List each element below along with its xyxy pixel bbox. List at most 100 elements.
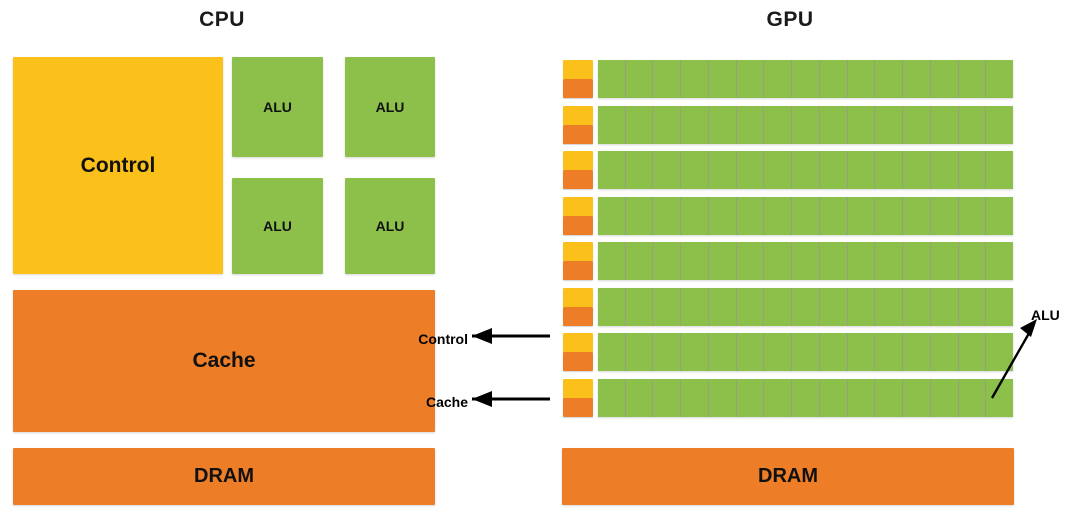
gpu-alu-cell: [681, 151, 709, 189]
cpu-dram-block: DRAM: [13, 448, 435, 505]
gpu-alu-cell: [847, 151, 876, 189]
gpu-alu-cell: [847, 333, 876, 371]
gpu-alu-cell: [819, 106, 848, 144]
gpu-alu-cell: [681, 106, 709, 144]
gpu-alu-row: [598, 151, 1014, 189]
gpu-alu-cell: [875, 60, 904, 98]
gpu-alu-cell: [764, 379, 793, 417]
gpu-alu-cell: [847, 60, 876, 98]
gpu-alu-cell: [736, 379, 765, 417]
gpu-alu-cell: [875, 242, 904, 280]
gpu-alu-cell: [847, 106, 876, 144]
gpu-alu-cell: [958, 197, 987, 235]
gpu-alu-cell: [903, 379, 931, 417]
gpu-alu-cell: [903, 106, 931, 144]
gpu-alu-cell: [764, 288, 793, 326]
gpu-alu-cell: [930, 379, 959, 417]
gpu-dram-block: DRAM: [562, 448, 1014, 505]
gpu-alu-row: [598, 379, 1014, 417]
gpu-alu-cell: [708, 197, 737, 235]
gpu-alu-cell: [681, 379, 709, 417]
gpu-alu-cell: [792, 242, 820, 280]
gpu-alu-cell: [653, 106, 682, 144]
gpu-alu-cell: [986, 106, 1014, 144]
gpu-alu-cell: [598, 242, 626, 280]
gpu-alu-cell: [598, 197, 626, 235]
gpu-alu-cell: [875, 379, 904, 417]
gpu-alu-row: [598, 242, 1014, 280]
gpu-alu-cell: [903, 151, 931, 189]
gpu-alu-cell: [847, 288, 876, 326]
gpu-alu-cell: [819, 151, 848, 189]
gpu-alu-cell: [708, 288, 737, 326]
gpu-alu-cell: [625, 242, 654, 280]
gpu-alu-cell: [764, 151, 793, 189]
gpu-alu-cell: [736, 333, 765, 371]
gpu-alu-cell: [875, 106, 904, 144]
gpu-alu-cell: [847, 379, 876, 417]
gpu-panel-title: GPU: [766, 8, 814, 31]
gpu-alu-cell: [653, 60, 682, 98]
cpu-control-block: Control: [13, 57, 223, 274]
gpu-alu-cell: [819, 197, 848, 235]
gpu-alu-cell: [736, 288, 765, 326]
gpu-alu-cell: [764, 242, 793, 280]
gpu-alu-cell: [930, 242, 959, 280]
gpu-alu-row: [598, 333, 1014, 371]
gpu-alu-cell: [764, 106, 793, 144]
gpu-alu-cell: [736, 60, 765, 98]
gpu-cache-callout-label: Cache: [425, 394, 468, 410]
gpu-alu-cell: [986, 288, 1014, 326]
gpu-alu-cell: [625, 379, 654, 417]
gpu-alu-cell: [764, 60, 793, 98]
gpu-alu-cell: [792, 60, 820, 98]
gpu-alu-cell: [875, 333, 904, 371]
gpu-alu-cell: [598, 379, 626, 417]
cpu-alu-block-2: ALU: [345, 57, 435, 157]
gpu-alu-cell: [625, 333, 654, 371]
gpu-alu-cell: [736, 106, 765, 144]
gpu-alu-cell: [847, 242, 876, 280]
gpu-cache-arrow: [472, 391, 550, 407]
gpu-alu-cell: [792, 333, 820, 371]
gpu-alu-cell: [681, 197, 709, 235]
gpu-alu-cell: [708, 60, 737, 98]
gpu-alu-cell: [625, 288, 654, 326]
gpu-alu-row: [598, 106, 1014, 144]
gpu-control-block: [563, 60, 593, 79]
gpu-alu-row: [598, 288, 1014, 326]
gpu-alu-cell: [653, 288, 682, 326]
gpu-alu-cell: [903, 333, 931, 371]
gpu-cache-block: [563, 307, 593, 326]
gpu-alu-cell: [986, 151, 1014, 189]
gpu-alu-cell: [930, 60, 959, 98]
gpu-alu-cell: [819, 242, 848, 280]
cpu-alu-block-3: ALU: [232, 178, 323, 274]
gpu-alu-cell: [903, 242, 931, 280]
gpu-control-block: [563, 106, 593, 125]
gpu-control-callout-label: Control: [418, 331, 468, 347]
gpu-control-block: [563, 333, 593, 352]
gpu-alu-cell: [986, 197, 1014, 235]
gpu-alu-cell: [958, 242, 987, 280]
gpu-alu-cell: [736, 242, 765, 280]
gpu-alu-cell: [598, 106, 626, 144]
gpu-cache-block: [563, 261, 593, 280]
gpu-alu-cell: [653, 151, 682, 189]
gpu-alu-cell: [986, 333, 1014, 371]
gpu-alu-cell: [625, 106, 654, 144]
gpu-alu-cell: [708, 106, 737, 144]
gpu-alu-cell: [819, 288, 848, 326]
gpu-alu-cell: [681, 288, 709, 326]
gpu-alu-callout-label: ALU: [1031, 307, 1060, 323]
gpu-alu-cell: [681, 242, 709, 280]
gpu-control-block: [563, 197, 593, 216]
gpu-alu-cell: [875, 197, 904, 235]
gpu-alu-cell: [708, 333, 737, 371]
gpu-alu-cell: [903, 288, 931, 326]
gpu-alu-cell: [819, 379, 848, 417]
gpu-alu-cell: [986, 379, 1014, 417]
gpu-cache-block: [563, 79, 593, 98]
gpu-alu-cell: [958, 379, 987, 417]
gpu-alu-cell: [903, 60, 931, 98]
